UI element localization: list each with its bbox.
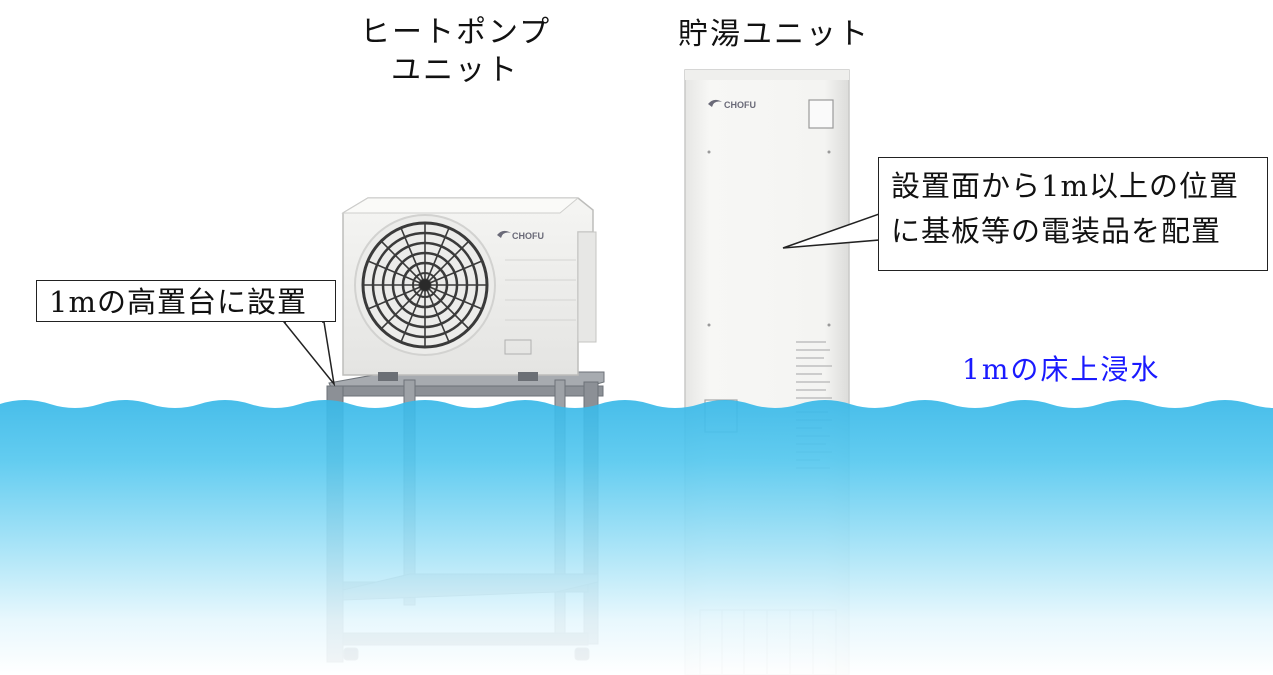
callout-stand-box: 1mの高置台に設置 xyxy=(36,280,336,322)
hp-rating-label xyxy=(504,339,532,355)
heat-pump-label-line2: ユニット xyxy=(391,52,519,88)
callout-pointer-stand xyxy=(282,320,336,387)
heat-pump-label-line1: ヒートポンプ xyxy=(360,15,552,50)
callout-electronics-line2: に基板等の電装品を配置 xyxy=(891,213,1222,248)
tank-logo-text: CHOFU xyxy=(724,100,756,110)
chofu-logo-icon xyxy=(708,99,722,107)
heat-pump-unit: CHOFU xyxy=(341,197,597,381)
flood-water xyxy=(0,400,1273,675)
flood-level-label: 1mの床上浸水 xyxy=(962,353,1161,386)
tank-remote-panel xyxy=(808,99,834,129)
heat-pump-unit-label: ヒートポンプ ユニット xyxy=(360,14,550,89)
tank-unit-label: 貯湯ユニット xyxy=(678,17,870,52)
callout-electronics-line1: 設置面から1m以上の位置 xyxy=(891,169,1239,203)
chofu-logo-icon-hp xyxy=(497,230,511,238)
hp-logo-text: CHOFU xyxy=(512,231,544,241)
callout-electronics-box: 設置面から1m以上の位置 に基板等の電装品を配置 xyxy=(878,157,1268,271)
fan-grille-icon xyxy=(354,214,496,356)
